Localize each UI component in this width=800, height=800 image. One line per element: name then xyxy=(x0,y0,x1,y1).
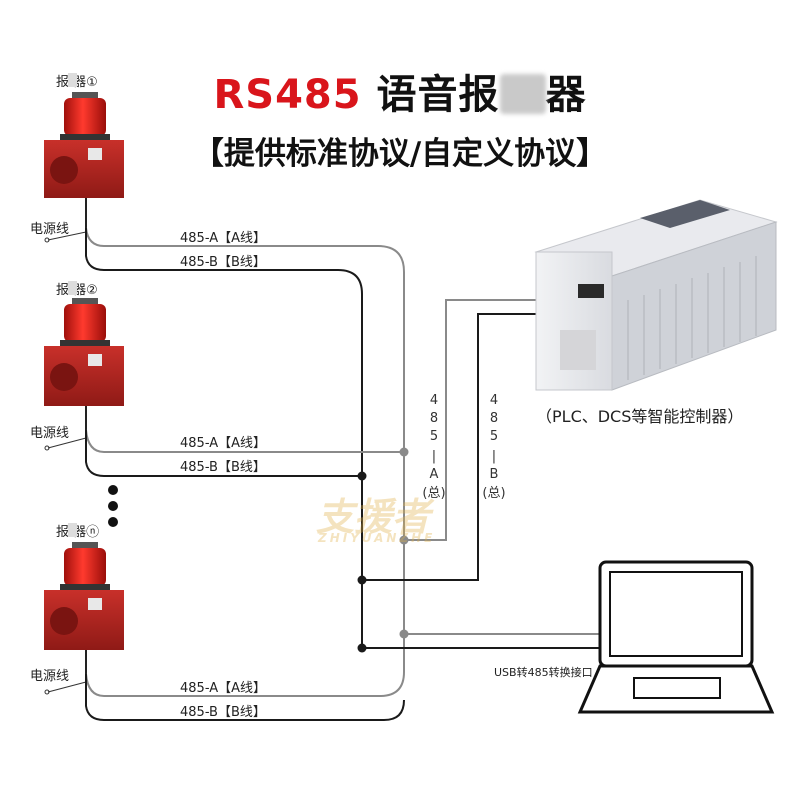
page-title: RS485 语音报器 xyxy=(0,62,800,120)
bus-a-trunk xyxy=(404,299,560,541)
lamp-base-2 xyxy=(60,340,110,346)
junction-dot xyxy=(357,575,367,585)
power-line-2 xyxy=(47,437,87,449)
bus-b-char: (总) xyxy=(482,486,505,501)
wire-b-label-n: 485-B【B线】 xyxy=(180,705,266,720)
power-label-2: 电源线 xyxy=(30,426,69,441)
lamp-base-1 xyxy=(60,134,110,140)
wire-a-label-2: 485-A【A线】 xyxy=(180,436,266,451)
laptop-icon xyxy=(577,560,775,714)
junction-dot xyxy=(399,629,409,639)
power-line-1 xyxy=(47,231,87,241)
junction-dot xyxy=(357,643,367,653)
bus-b-char: 5 xyxy=(490,429,498,444)
alarm-unit-n: 报 器ⓝ xyxy=(44,523,124,674)
alarm-label-n: 报 器ⓝ xyxy=(56,525,99,540)
bus-a-char: A xyxy=(430,467,439,482)
watermark: 支援者 ZHIYUANZHE xyxy=(316,495,435,545)
bus-a-char: 5 xyxy=(430,429,438,444)
lamp-dome-n xyxy=(64,548,106,586)
usb-converter-label: USB转485转换接口 xyxy=(494,665,593,679)
lamp-cap-2 xyxy=(72,298,98,304)
junction-dot xyxy=(399,447,409,457)
title-rs485: RS485 xyxy=(213,72,362,118)
label-blur-1 xyxy=(68,73,77,87)
speaker-icon-1 xyxy=(50,156,78,184)
plc-caption: （PLC、DCS等智能控制器） xyxy=(536,407,743,426)
wire-a-1 xyxy=(85,227,405,636)
lamp-dome-2 xyxy=(64,304,106,342)
bus-a-char: (总) xyxy=(422,486,445,501)
power-terminal-2 xyxy=(44,445,50,451)
wire-b-n xyxy=(85,674,405,721)
ellipsis-dot xyxy=(108,517,118,527)
lamp-dome-1 xyxy=(64,98,106,136)
ellipsis-dot xyxy=(108,485,118,495)
laptop-display xyxy=(609,571,743,657)
wire-b-label-1: 485-B【B线】 xyxy=(180,255,266,270)
laptop-keyboard xyxy=(633,677,721,699)
wire-b-2 xyxy=(85,430,362,477)
junction-dot xyxy=(357,471,367,481)
page-subtitle: 【提供标准协议/自定义协议】 xyxy=(192,136,608,172)
speaker-icon-n xyxy=(50,607,78,635)
bus-a-char: 4 xyxy=(430,393,438,408)
plc-label-plate xyxy=(640,200,730,228)
label-blur-2 xyxy=(68,281,77,295)
power-line-n xyxy=(47,681,87,693)
laptop-base xyxy=(577,664,775,714)
watermark-cn: 支援者 xyxy=(316,495,435,539)
plc-device xyxy=(534,199,778,391)
power-label-1: 电源线 xyxy=(30,222,69,237)
bus-a-label: 4 8 5 | A (总) xyxy=(422,393,445,501)
label-blur-n xyxy=(68,523,77,537)
lamp-cap-n xyxy=(72,542,98,548)
wire-b-label-2: 485-B【B线】 xyxy=(180,460,266,475)
wire-a-label-1: 485-A【A线】 xyxy=(180,231,266,246)
bus-a-char: | xyxy=(432,449,436,464)
lamp-base-n xyxy=(60,584,110,590)
bus-b-char: B xyxy=(490,467,499,482)
plc-port xyxy=(578,284,604,298)
alarm-panel-2 xyxy=(88,354,102,366)
alarm-unit-1: 报 器① xyxy=(44,73,124,228)
bus-a-char: 8 xyxy=(430,411,438,426)
lamp-cap-1 xyxy=(72,92,98,98)
bus-b-char: 4 xyxy=(490,393,498,408)
wire-a-label-n: 485-A【A线】 xyxy=(180,681,266,696)
wire-b-1 xyxy=(85,228,363,648)
title-post: 器 xyxy=(545,72,587,118)
blurred-char xyxy=(499,74,546,114)
wire-a-n xyxy=(85,636,405,697)
alarm-panel-n xyxy=(88,598,102,610)
speaker-icon-2 xyxy=(50,363,78,391)
title-pre: 语音报 xyxy=(376,72,500,118)
plc-logo-blur xyxy=(560,330,596,370)
junction-dot xyxy=(399,535,409,545)
alarm-panel-1 xyxy=(88,148,102,160)
bus-b-char: 8 xyxy=(490,411,498,426)
power-label-n: 电源线 xyxy=(30,669,69,684)
power-terminal-1 xyxy=(44,237,50,243)
bus-b-trunk xyxy=(362,313,560,581)
ellipsis-dot xyxy=(108,501,118,511)
watermark-en: ZHIYUANZHE xyxy=(317,531,435,545)
bus-b-label: 4 8 5 | B (总) xyxy=(482,393,505,501)
plc-vents xyxy=(627,256,757,380)
bus-b-char: | xyxy=(492,449,496,464)
alarm-unit-2: 报 器② xyxy=(44,281,124,430)
power-terminal-n xyxy=(44,689,50,695)
